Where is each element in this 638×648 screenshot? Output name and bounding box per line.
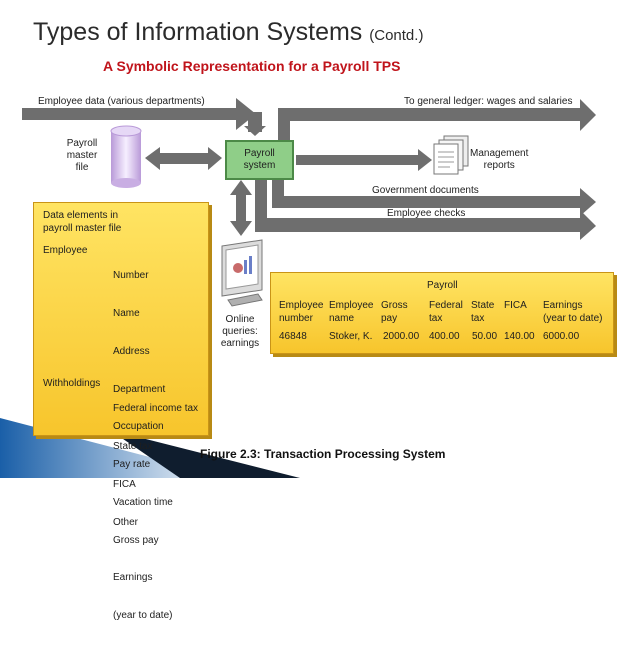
header-fica: FICA (504, 300, 527, 311)
cell-state-tax: 50.00 (472, 331, 498, 342)
database-cylinder-icon (110, 125, 142, 188)
general-ledger-label: To general ledger: wages and salaries (404, 96, 573, 107)
employee-data-arrow (22, 98, 266, 136)
figure-caption: Figure 2.3: Transaction Processing Syste… (200, 447, 446, 461)
general-ledger-arrow (278, 99, 596, 142)
employee-checks-arrow (255, 178, 596, 240)
employee-data-label: Employee data (various departments) (38, 96, 205, 107)
withholdings-items-list: Federal income tax State tax FICA Other (113, 403, 199, 528)
group-label-employee: Employee (43, 245, 88, 256)
government-documents-arrow (272, 178, 596, 216)
payroll-system-box: Payroll system (225, 140, 294, 180)
cell-federal-tax: 400.00 (429, 331, 460, 342)
master-file-link-arrow (145, 147, 222, 170)
payroll-master-file-label: Payroll master file (66, 138, 98, 173)
government-documents-label: Government documents (372, 185, 479, 196)
management-reports-label: Management reports (470, 148, 529, 171)
diagram-heading: A Symbolic Representation for a Payroll … (103, 58, 401, 74)
payroll-table-title: Payroll (427, 280, 458, 291)
header-earnings: Earnings(year to date) (543, 300, 603, 324)
online-queries-label: Online queries: earnings (220, 314, 260, 349)
reports-document-icon (433, 135, 469, 175)
slide-title: Types of Information Systems (Contd.) (33, 18, 423, 47)
cell-employee-number: 46848 (279, 331, 307, 342)
group-label-withholdings: Withholdings (43, 378, 101, 389)
employee-checks-label: Employee checks (387, 208, 466, 219)
cell-employee-name: Stoker, K. (329, 331, 373, 342)
online-queries-link-arrow (230, 180, 252, 236)
management-reports-arrow (296, 149, 432, 171)
cell-gross-pay: 2000.00 (383, 331, 420, 342)
monitor-icon (221, 239, 263, 307)
cell-earnings: 6000.00 (543, 331, 580, 342)
title-contd: (Contd.) (369, 27, 424, 44)
title-main: Types of Information Systems (33, 18, 363, 46)
cell-fica: 140.00 (504, 331, 535, 342)
